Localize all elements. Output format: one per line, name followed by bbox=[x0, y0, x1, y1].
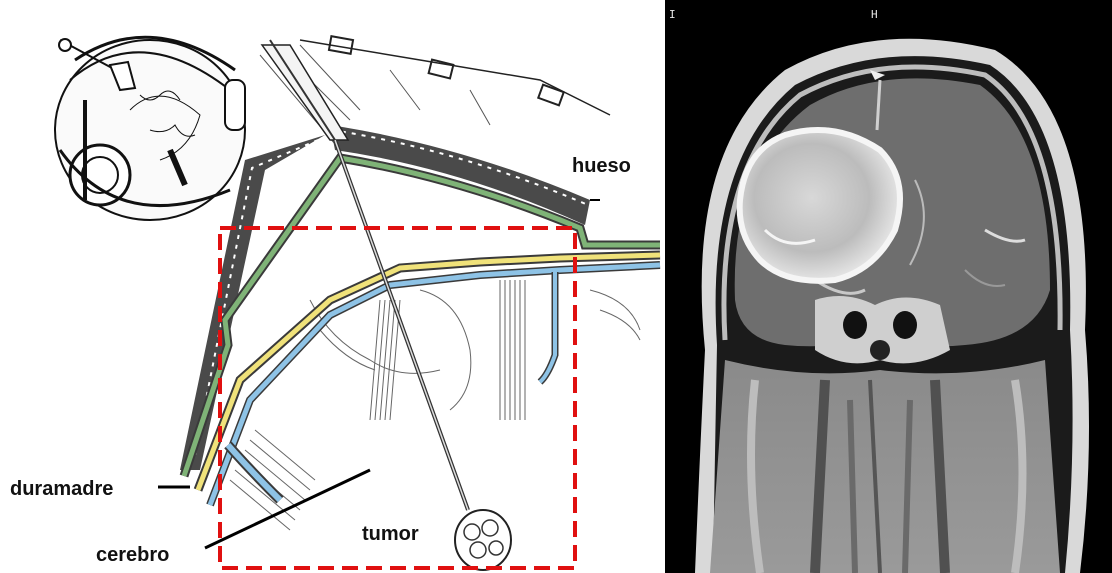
label-hueso: hueso bbox=[572, 155, 631, 177]
label-tumor: tumor bbox=[362, 523, 419, 545]
tumor-mass bbox=[455, 510, 511, 570]
stereotactic-frame-inset bbox=[55, 37, 245, 220]
mri-orientation-left: I bbox=[669, 8, 676, 21]
mri-skull-base bbox=[815, 296, 950, 363]
label-cerebro: cerebro bbox=[96, 544, 169, 566]
mri-neck bbox=[710, 360, 1060, 573]
mri-tumor bbox=[740, 130, 900, 281]
surgical-diagram: hueso duramadre cerebro tumor bbox=[0, 0, 665, 573]
mri-orientation-top: H bbox=[871, 8, 878, 21]
label-duramadre: duramadre bbox=[10, 478, 113, 500]
mri-coronal-scan: I H bbox=[665, 0, 1112, 573]
